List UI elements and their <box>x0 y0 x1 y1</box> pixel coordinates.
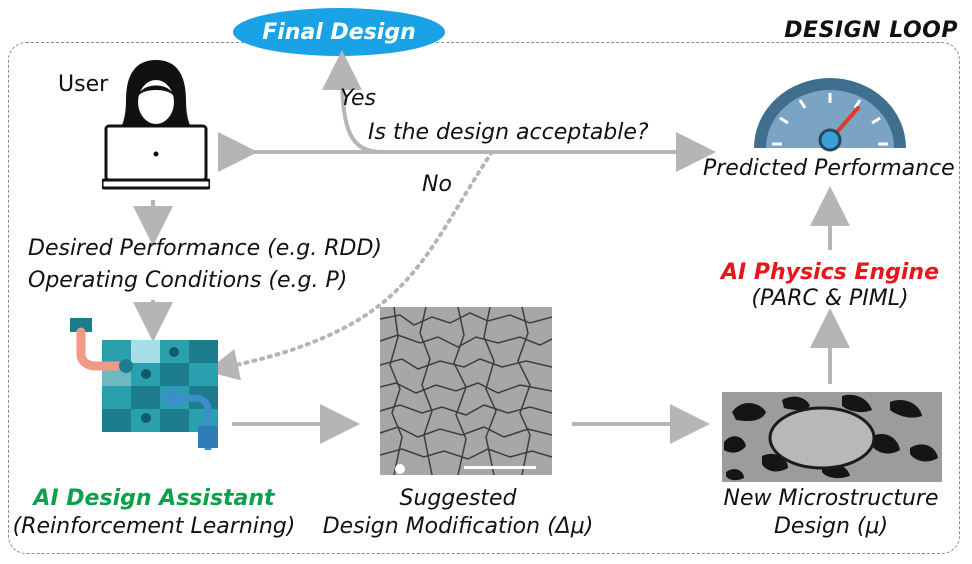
new-microstructure-image <box>722 392 942 482</box>
no-label: No <box>422 172 452 197</box>
assistant-title: AI Design Assistant <box>33 486 275 511</box>
suggested-line1: Suggested <box>399 486 517 511</box>
question-label: Is the design acceptable? <box>368 120 649 145</box>
desired-performance-label: Desired Performance (e.g. RDD) <box>28 236 382 261</box>
new-micro-line1: New Microstructure <box>723 486 939 511</box>
yes-arrow <box>322 50 383 154</box>
user-label: User <box>58 72 109 97</box>
suggested-line2: Design Modification (Δμ) <box>322 514 594 540</box>
predicted-performance-label: Predicted Performance <box>703 156 955 181</box>
robot-arm-chessboard-icon <box>70 318 218 450</box>
no-arrow <box>206 150 494 381</box>
engine-subtitle: (PARC & PIML) <box>751 286 909 312</box>
yes-label: Yes <box>340 86 377 111</box>
engine-title: AI Physics Engine <box>721 260 939 285</box>
user-at-laptop-icon <box>102 60 210 190</box>
gauge-icon <box>754 78 906 152</box>
suggested-microstructure-image <box>380 307 552 475</box>
new-micro-line2: Design (μ) <box>773 514 889 540</box>
design-loop-label: DESIGN LOOP <box>784 18 958 43</box>
design-loop-boundary <box>8 42 960 554</box>
final-design-node: Final Design <box>233 8 445 56</box>
assistant-subtitle: (Reinforcement Learning) <box>12 514 296 540</box>
operating-conditions-label: Operating Conditions (e.g. P) <box>28 268 348 293</box>
